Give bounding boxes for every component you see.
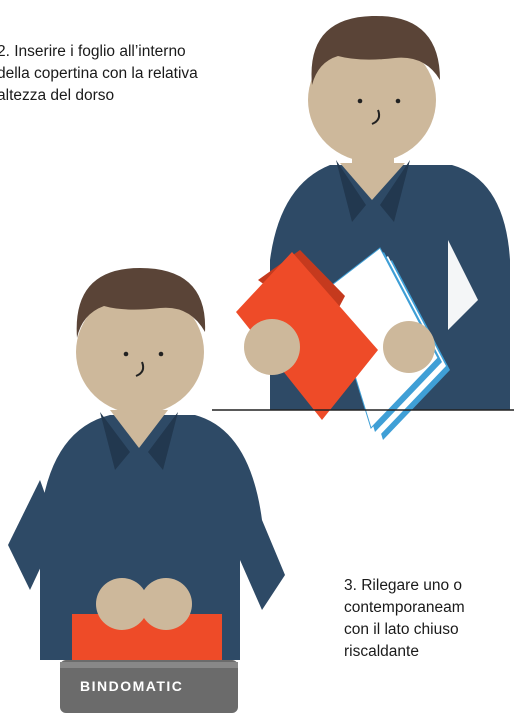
person-top-eye-left [357,98,363,104]
person-top-collar-left [336,160,366,222]
person-top-collar [340,163,405,200]
person-bottom-eye-right [158,351,164,357]
machine-label: BINDOMATIC [80,678,183,694]
instruction-step-bind: 3. Rilegare uno o contemporaneam con il … [344,575,465,663]
instruction-line: con il lato chiuso [344,621,459,638]
instruction-line: contemporaneam [344,599,465,616]
instruction-line: 2. Inserire i foglio all’interno [0,43,186,60]
person-bottom-collar-right [148,412,178,470]
binding-machine: BINDOMATIC [60,660,238,713]
person-bottom-collar-left [100,412,130,470]
person-top-hand-right [383,321,435,373]
cover-in-machine [72,614,222,662]
person-top-eye-right [395,98,401,104]
instruction-step-insert: 2. Inserire i foglio all’interno della c… [0,41,198,107]
person-bottom-head [76,290,204,414]
person-top-arm-right [448,240,478,330]
instruction-line: della copertina con la relativa [0,65,198,82]
person-top-mouth [371,109,381,125]
instruction-line: riscaldante [344,643,419,660]
person-bottom-arm-left [8,480,58,590]
person-top-hair [311,15,440,85]
person-top-head [308,38,436,162]
person-bottom-hand-left [96,578,148,630]
person-top-collar-right [380,160,410,222]
person-bottom-eye-left [123,351,129,357]
instruction-line: altezza del dorso [0,87,115,104]
person-bottom-collar [110,410,168,448]
person-bottom-mouth [135,361,145,377]
instruction-line: 3. Rilegare uno o [344,577,463,594]
person-top-hand-left [244,319,300,375]
person-bottom-hand-right [140,578,192,630]
cover-folder [236,250,378,420]
person-bottom-hair [76,268,206,338]
